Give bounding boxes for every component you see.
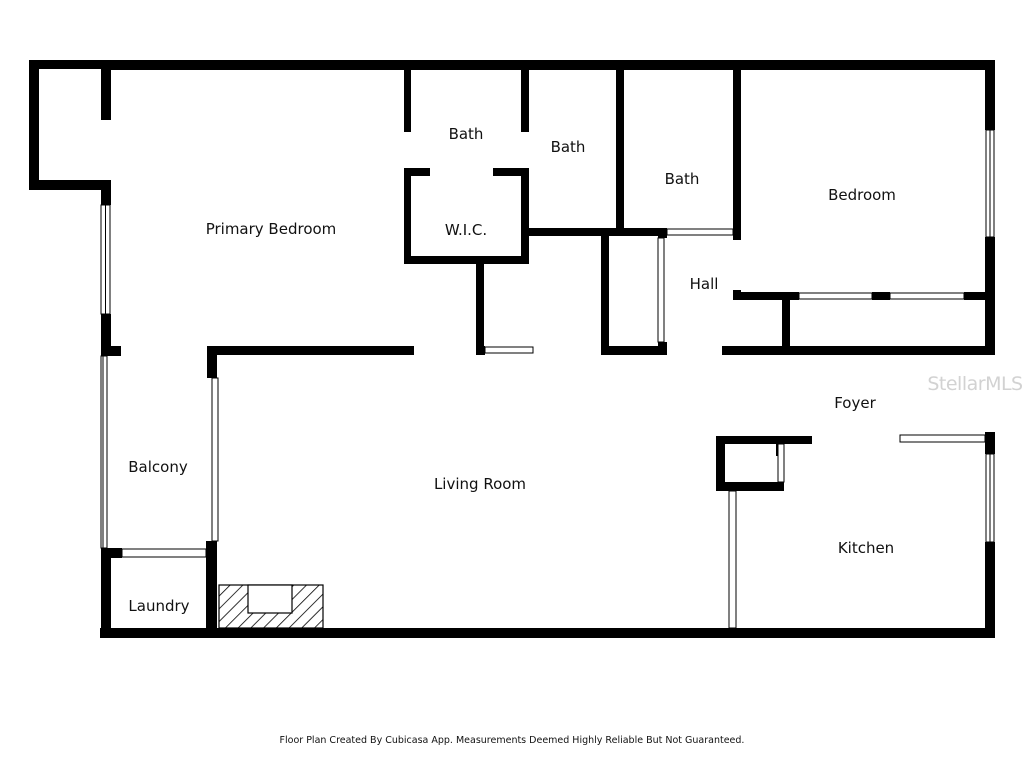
thin-partitions <box>39 69 986 629</box>
room-label-bath-1: Bath <box>449 125 484 143</box>
room-label-bath-3: Bath <box>665 170 700 188</box>
room-label-laundry: Laundry <box>128 597 189 615</box>
room-label-foyer: Foyer <box>834 394 876 412</box>
room-label-balcony: Balcony <box>128 458 188 476</box>
room-label-living-room: Living Room <box>434 475 526 493</box>
room-label-primary-bedroom: Primary Bedroom <box>206 220 337 238</box>
stellarmls-watermark: StellarMLS <box>927 373 1022 395</box>
room-label-wic: W.I.C. <box>445 221 487 239</box>
footer-disclaimer: Floor Plan Created By Cubicasa App. Meas… <box>279 735 745 746</box>
room-label-bath-2: Bath <box>551 138 586 156</box>
windows <box>100 129 995 549</box>
room-label-kitchen: Kitchen <box>838 539 894 557</box>
fireplace <box>218 584 324 629</box>
room-label-hall: Hall <box>690 275 719 293</box>
room-label-bedroom: Bedroom <box>828 186 896 204</box>
